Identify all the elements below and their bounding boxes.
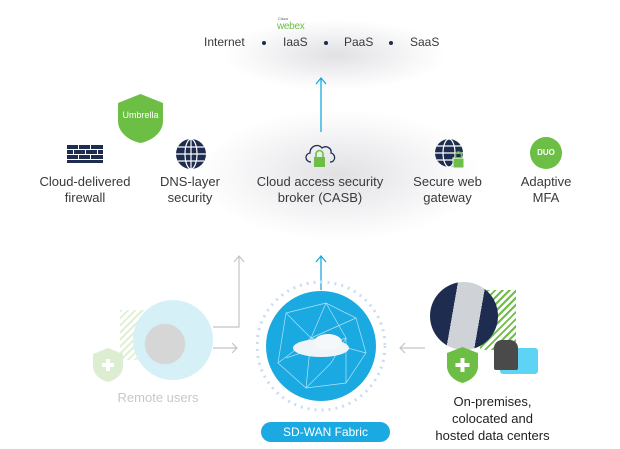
building-photo	[430, 282, 498, 350]
arrow-remote-right	[213, 342, 238, 354]
cloud-bg	[200, 110, 480, 240]
shield-plus-icon	[447, 347, 478, 383]
duo-icon: DUO	[530, 137, 562, 169]
globe-lock-icon	[435, 138, 465, 169]
arrow-dc-left	[399, 342, 425, 354]
cisco-text: Cisco	[278, 16, 289, 21]
bullet	[262, 41, 266, 45]
bullet	[324, 41, 328, 45]
firewall-icon	[67, 145, 103, 163]
sd-wan-fabric-badge: SD-WAN Fabric	[261, 422, 390, 442]
top-item-iaas: IaaS	[283, 35, 308, 49]
globe-icon	[176, 138, 206, 170]
datacenter-label: On-premises, colocated and hosted data c…	[435, 394, 550, 443]
bullet	[389, 41, 393, 45]
umbrella-shield-icon	[118, 94, 163, 143]
cloud-bg	[225, 20, 445, 90]
shield-plus-icon	[93, 348, 123, 382]
sd-wan-globe	[256, 280, 386, 412]
arrow-remote-up	[213, 255, 245, 328]
person-figure	[494, 340, 518, 370]
arrow-up-cloud	[315, 76, 327, 132]
remote-users-photo	[133, 300, 213, 380]
arrow-up-fabric	[315, 254, 327, 290]
cloud-lock-icon	[305, 144, 336, 167]
remote-users-label: Remote users	[117, 390, 199, 405]
top-item-saas: SaaS	[410, 35, 440, 49]
top-item-paas: PaaS	[344, 35, 374, 49]
webex-logo: webex	[277, 21, 305, 32]
umbrella-label: Umbrella	[122, 110, 159, 120]
top-item-internet: Internet	[204, 35, 245, 49]
